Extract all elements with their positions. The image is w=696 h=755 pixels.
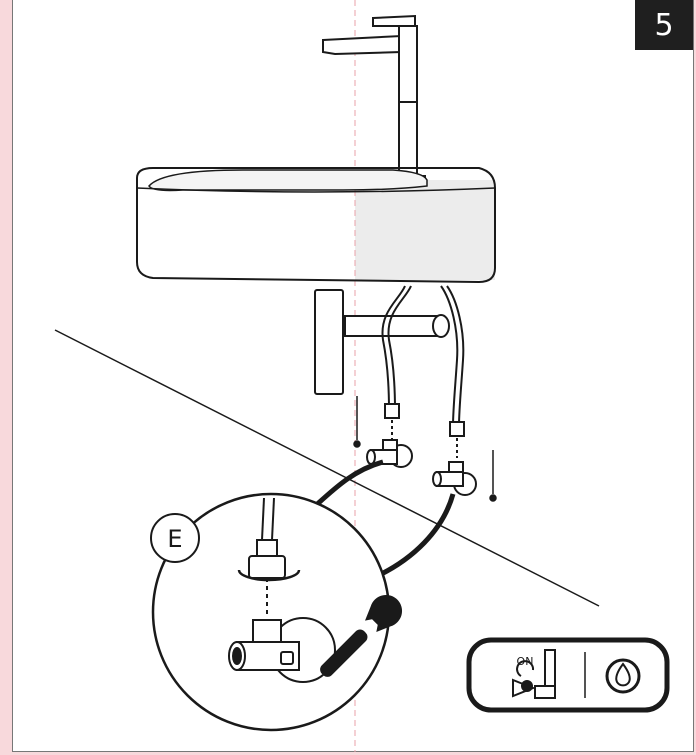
drain-pipe bbox=[314, 289, 450, 395]
rotate-arrow-icon bbox=[237, 569, 301, 582]
faucet bbox=[322, 14, 426, 183]
instruction-panel: 5 bbox=[12, 0, 694, 752]
detail-angle-valve bbox=[228, 617, 336, 683]
step-number-badge: 5 bbox=[635, 0, 693, 50]
detail-connectors bbox=[311, 459, 456, 581]
sink-shadow bbox=[355, 180, 495, 280]
sink bbox=[136, 167, 496, 284]
supply-hoses bbox=[381, 285, 465, 458]
water-drop-icon bbox=[605, 658, 641, 694]
angle-valves bbox=[366, 439, 477, 496]
detail-hose-fitting bbox=[248, 497, 286, 614]
detail-label: E bbox=[167, 525, 182, 553]
wall-floor-line bbox=[54, 329, 600, 607]
installation-diagram: E bbox=[54, 0, 670, 752]
wall-markers bbox=[353, 396, 497, 502]
valve-on-icon bbox=[512, 649, 556, 699]
status-box: ON bbox=[466, 637, 670, 713]
detail-label-circle bbox=[150, 513, 200, 563]
wrench-icon bbox=[320, 594, 403, 677]
